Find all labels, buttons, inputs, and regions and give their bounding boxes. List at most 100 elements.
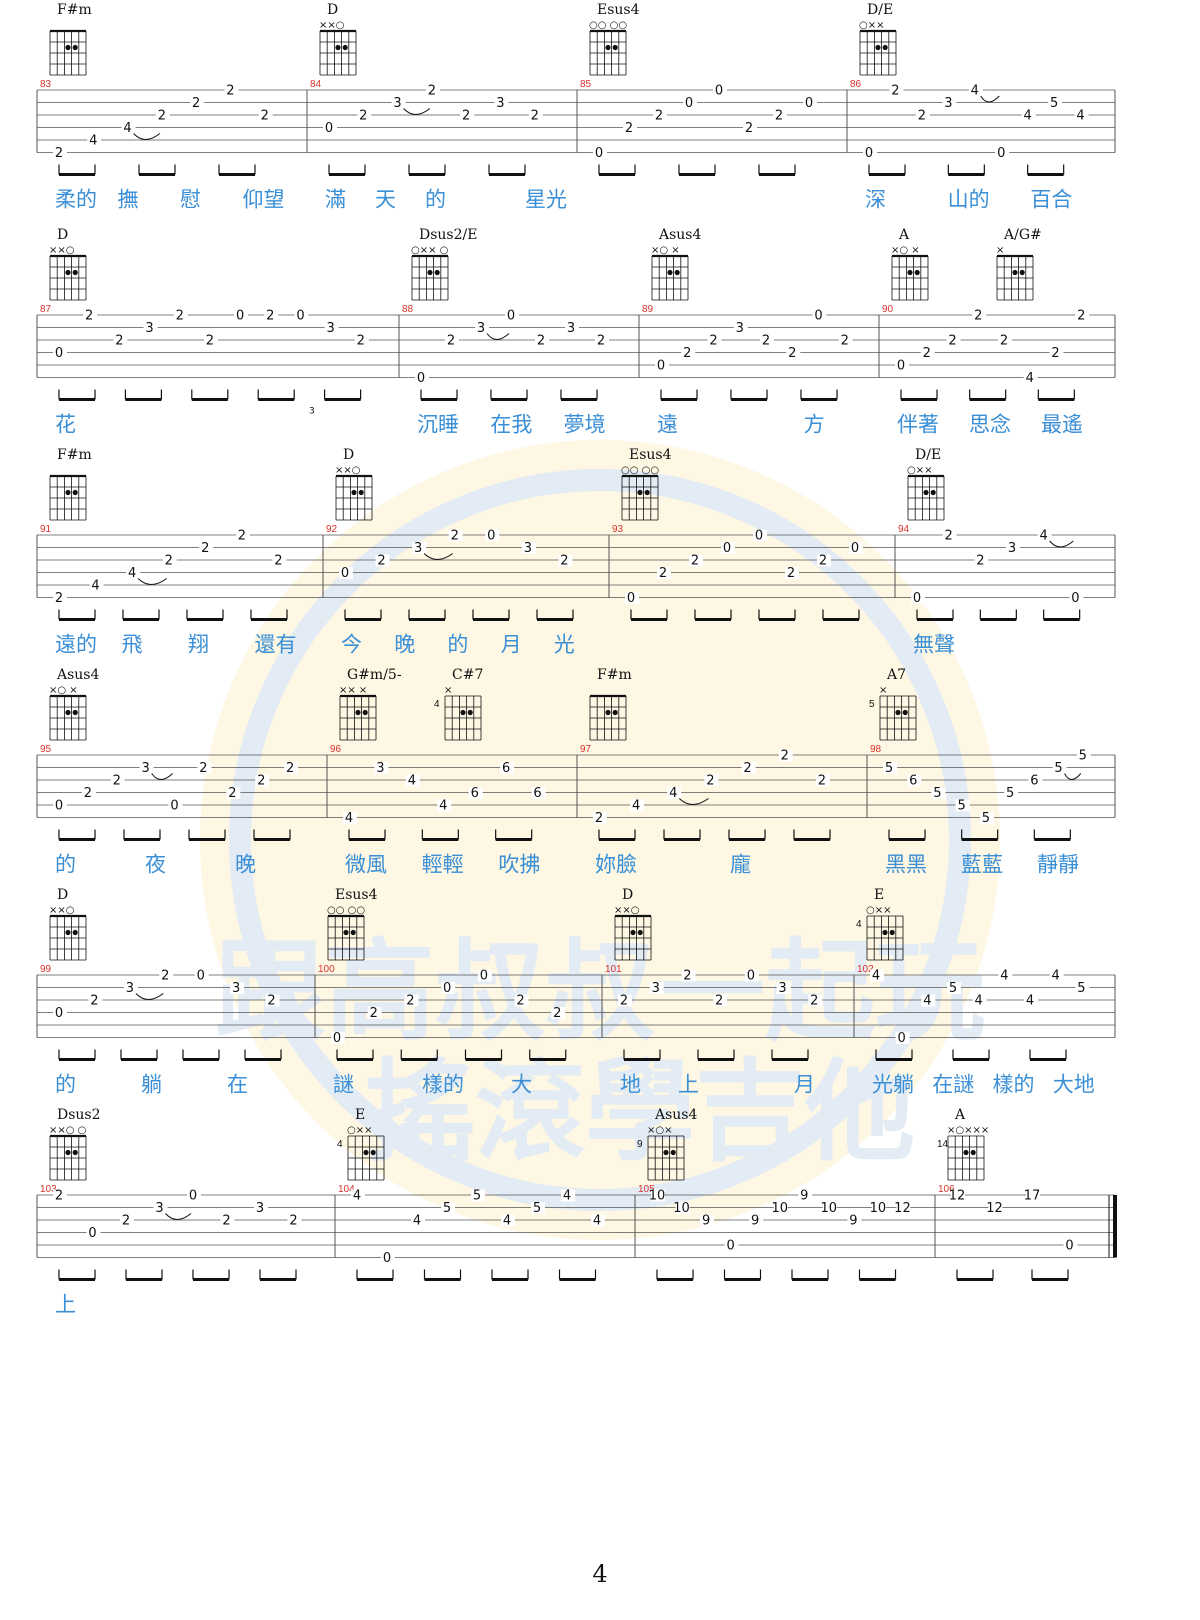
note-bg — [870, 969, 884, 982]
tab-note: 2 — [762, 334, 770, 349]
tab-note: 3 — [326, 321, 334, 336]
lyric-text: 仰望 — [243, 188, 285, 212]
note-bg — [942, 529, 957, 542]
tab-note: 2 — [267, 994, 275, 1009]
fret-position: 4 — [337, 1139, 343, 1150]
chord-name: Asus4 — [56, 667, 99, 683]
tab-note: 0 — [507, 309, 515, 324]
measure-88: 88Dsus2/E○×× ○0230232沉睡在我夢境 — [402, 227, 640, 437]
tab-note: 4 — [413, 1214, 421, 1229]
note-bg — [143, 322, 158, 334]
tab-note: 2 — [659, 566, 667, 581]
open-string-markers: ×○× — [647, 1125, 672, 1136]
finger-dot — [65, 1149, 71, 1156]
note-bg — [733, 322, 748, 334]
chord-diagram-Fm: F#m — [589, 667, 632, 741]
note-bg — [773, 1202, 788, 1214]
measure-number: 93 — [612, 524, 624, 535]
finger-dot — [963, 1149, 969, 1156]
tab-note: 2 — [406, 994, 414, 1009]
tab-note: 5 — [958, 799, 966, 814]
measure-91: 91F#m2442222遠的飛翔還有 — [40, 447, 324, 657]
tab-note: 0 — [55, 799, 63, 814]
lyric-text: 思念 — [969, 413, 1011, 437]
tab-note: 4 — [1026, 371, 1034, 386]
finger-dot — [667, 269, 673, 276]
tab-note: 2 — [945, 529, 953, 544]
note-bg — [743, 122, 757, 134]
note-bg — [168, 799, 183, 812]
chord-name: A7 — [886, 667, 906, 683]
tab-note: 5 — [933, 786, 941, 801]
tab-note: 12 — [894, 1201, 911, 1216]
measure-number: 87 — [40, 304, 52, 315]
tab-note: 2 — [176, 309, 184, 324]
note-bg — [190, 97, 205, 109]
note-bg — [284, 762, 299, 774]
tab-note: 2 — [655, 109, 663, 124]
tab-note: 2 — [787, 566, 795, 581]
tab-note: 3 — [232, 981, 240, 996]
note-bg — [1076, 749, 1091, 762]
lyric-text: 夢境 — [564, 413, 606, 437]
tab-note: 5 — [443, 1201, 451, 1216]
note-bg — [625, 592, 639, 604]
chord-name: Esus4 — [335, 887, 378, 903]
lyric-text: 的 — [55, 1073, 76, 1097]
tab-note: 2 — [715, 994, 723, 1009]
note-bg — [53, 147, 67, 159]
system-4: 95Asus4×○ ×022302222的夜晚96G#m/5-×× ×C#7×4… — [36, 667, 1116, 877]
note-bg — [121, 122, 136, 134]
finger-dot — [882, 44, 888, 51]
tab-note: 2 — [55, 146, 63, 161]
lyric-text: 晚 — [235, 853, 256, 877]
note-bg — [681, 969, 696, 982]
tab-note: 9 — [800, 1189, 808, 1204]
tab-note: 3 — [126, 981, 134, 996]
finger-dot — [1019, 269, 1025, 276]
note-bg — [475, 322, 489, 334]
lyric-text: 吹拂 — [498, 853, 540, 877]
note-bg — [942, 97, 957, 109]
finger-dot — [889, 929, 895, 936]
tab-note: 0 — [865, 146, 873, 161]
note-bg — [441, 982, 456, 994]
tab-note: 12 — [986, 1201, 1003, 1216]
tab-note: 0 — [296, 309, 304, 324]
tab-note: 2 — [192, 96, 200, 111]
lyric-text: 大 — [511, 1073, 532, 1097]
lyric-text: 伴著 — [897, 413, 939, 437]
tab-note: 2 — [84, 786, 92, 801]
lyric-text: 滿 — [325, 188, 346, 212]
finger-dot — [343, 929, 349, 936]
tab-note: 0 — [805, 96, 813, 111]
tab-note: 2 — [122, 1214, 130, 1229]
lyric-text: 花 — [55, 413, 76, 437]
lyric-text: 最遙 — [1041, 413, 1083, 437]
note-bg — [911, 592, 925, 604]
finger-dot — [350, 929, 356, 936]
tab-note: 4 — [1000, 969, 1008, 984]
note-bg — [713, 84, 727, 97]
note-bg — [87, 134, 102, 147]
measure-number: 98 — [870, 744, 882, 755]
note-bg — [889, 84, 904, 97]
measure-100: 100Esus4○○ ○○0220022謎樣的大 — [318, 887, 603, 1097]
tab-note: 2 — [90, 994, 98, 1009]
tab-note: 0 — [170, 799, 178, 814]
tab-note: 2 — [537, 334, 545, 349]
measure-number: 96 — [330, 744, 342, 755]
note-bg — [258, 109, 273, 122]
note-bg — [838, 334, 853, 347]
note-bg — [123, 982, 138, 994]
tab-note: 2 — [261, 109, 269, 124]
note-bg — [1048, 97, 1063, 109]
chord-diagram-A: A×○ × — [891, 227, 929, 301]
lyric-text: 樣的 — [422, 1073, 464, 1097]
tab-note: 2 — [257, 774, 265, 789]
tab-note: 0 — [747, 969, 755, 984]
lyric-text: 微風 — [345, 853, 387, 877]
